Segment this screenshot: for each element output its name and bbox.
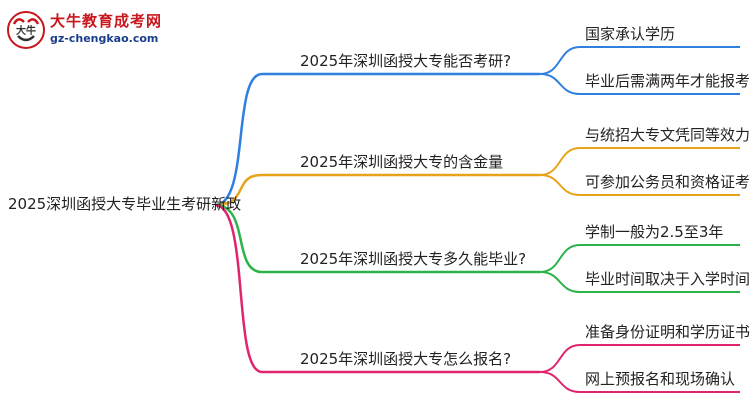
branch-connector-1 <box>214 72 263 207</box>
leaf-label-4-2: 网上预报名和现场确认 <box>585 370 736 388</box>
site-logo: 大牛 大牛教育成考网 gz-chengkao.com <box>6 8 176 54</box>
branch-label-2: 2025年深圳函授大专的含金量 <box>300 153 504 171</box>
leaf-connector-1-1 <box>539 46 581 75</box>
leaf-connector-3-1 <box>539 244 581 273</box>
leaf-label-1-1: 国家承认学历 <box>585 25 676 43</box>
bull-logo-icon: 大牛 <box>7 11 45 49</box>
leaf-connector-4-1 <box>539 344 581 373</box>
leaf-connector-1-2 <box>539 73 581 95</box>
leaf-label-3-2: 毕业时间取决于入学时间 <box>585 270 750 288</box>
leaf-label-3-1: 学制一般为2.5至3年 <box>585 223 724 241</box>
leaf-connector-4-2 <box>539 371 581 393</box>
logo-url: gz-chengkao.com <box>50 32 159 45</box>
leaf-label-1-2: 毕业后需满两年才能报考 <box>585 72 750 90</box>
logo-badge-text: 大牛 <box>16 24 36 37</box>
branch-connector-3 <box>214 203 263 274</box>
leaf-label-2-1: 与统招大专文凭同等效力 <box>585 126 750 144</box>
leaf-label-2-2: 可参加公务员和资格证考试 <box>585 173 750 191</box>
leaf-connector-2-1 <box>539 147 581 176</box>
branch-label-4: 2025年深圳函授大专怎么报名? <box>300 350 512 368</box>
root-node-label: 2025深圳函授大专毕业生考研新政 <box>8 195 242 213</box>
logo-title: 大牛教育成考网 <box>50 12 163 30</box>
leaf-connector-3-2 <box>539 271 581 293</box>
leaf-connector-2-2 <box>539 174 581 196</box>
branch-label-1: 2025年深圳函授大专能否考研? <box>300 52 512 70</box>
branch-label-3: 2025年深圳函授大专多久能毕业? <box>300 250 527 268</box>
leaf-label-4-1: 准备身份证明和学历证书 <box>585 323 750 341</box>
branch-connector-2 <box>214 173 263 207</box>
branch-connector-4 <box>214 203 263 374</box>
